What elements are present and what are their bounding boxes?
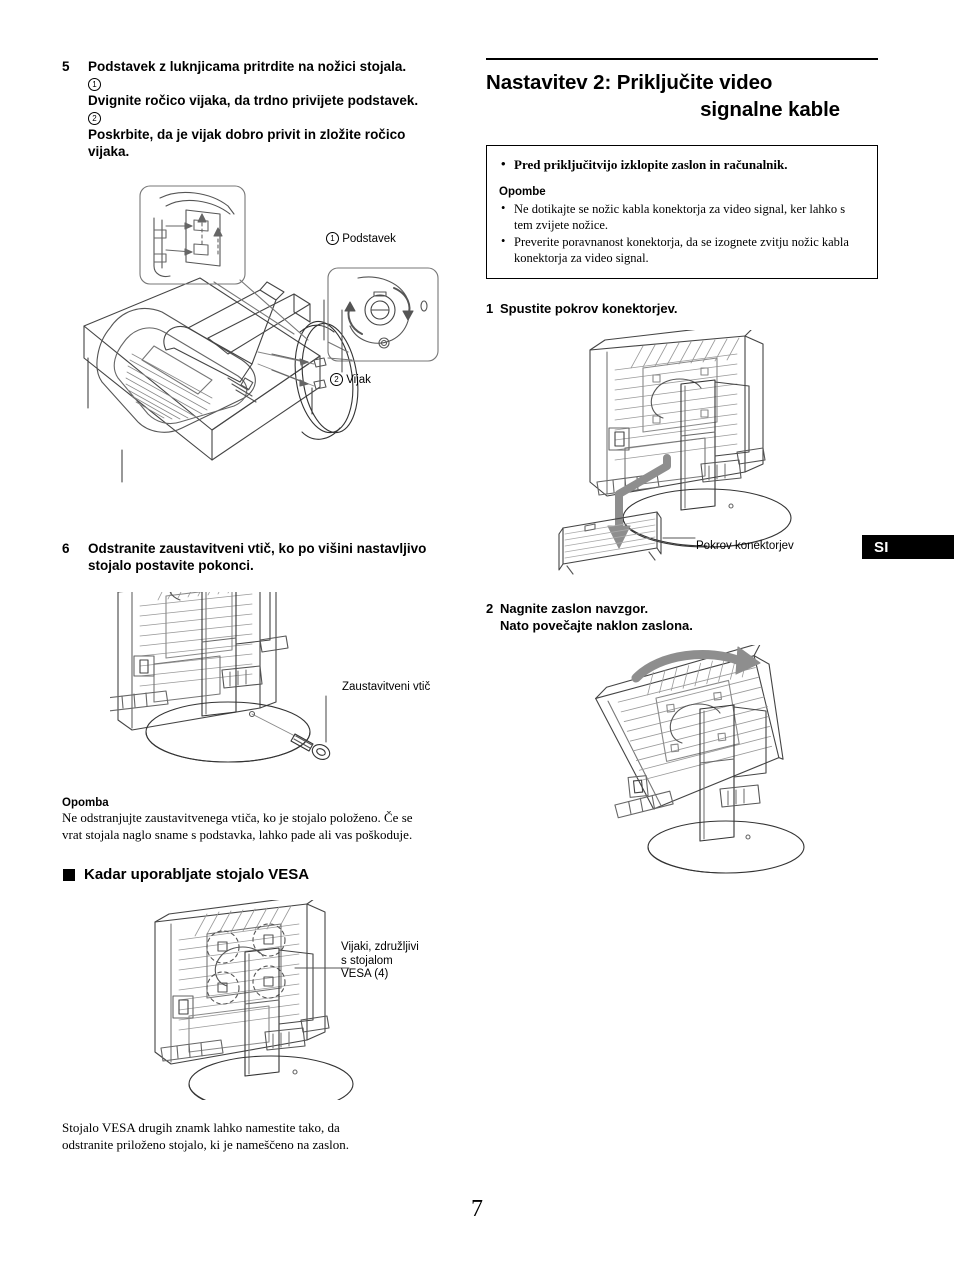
vesa-section-heading-label: Kadar uporabljate stojalo VESA — [84, 866, 310, 883]
step-5-line-4: vijaka. — [88, 144, 130, 159]
step-5-line-2: Dvignite ročico vijaka, da trdno privije… — [88, 93, 419, 108]
figure5-callout-vijak-label: Vijak — [346, 374, 371, 386]
figure-stopper-pin — [110, 592, 400, 777]
marker-2-icon: 2 — [330, 373, 343, 386]
figure-stand-base-assembly — [62, 182, 462, 512]
left-column: 5 Podstavek z luknjicama pritrdite na no… — [62, 58, 462, 162]
step-5-number: 5 — [62, 59, 70, 74]
caution-note-item: Ne dotikajte se nožic kabla konektorja z… — [499, 200, 865, 233]
figure-connector-cover-callout: Pokrov konektorjev — [696, 540, 794, 554]
right-step-1-text: Spustite pokrov konektorjev. — [500, 301, 678, 316]
square-bullet-icon — [63, 868, 75, 881]
caution-notes-heading: Opombe — [499, 186, 546, 198]
note-line-2: vrat stojala naglo sname s podstavka, la… — [62, 826, 413, 842]
right-step-2-number: 2 — [486, 601, 494, 616]
vesa-figure-callout: Vijaki, združljivi s stojalom VESA (4) — [341, 941, 419, 982]
caution-lead: Pred priključitvijo izklopite zaslon in … — [499, 155, 865, 173]
vesa-body-text: Stojalo VESA drugih znamk lahko namestit… — [62, 1120, 462, 1153]
figure5-callout-podstavek: 1 Podstavek — [326, 232, 396, 247]
right-step-1: 1 Spustite pokrov konektorjev. — [486, 300, 677, 317]
step-5-line-1: Podstavek z luknjicama pritrdite na noži… — [88, 59, 407, 74]
page-number: 7 — [471, 1196, 483, 1222]
right-step-1-number: 1 — [486, 301, 494, 316]
section-heading: Nastavitev 2: Priključite video signalne… — [486, 69, 878, 123]
step-6: 6 Odstranite zaustavitveni vtič, ko po v… — [62, 540, 462, 576]
vesa-section-heading: Kadar uporabljate stojalo VESA — [63, 866, 309, 883]
note-opomba: Opomba Ne odstranjujte zaustavitvenega v… — [62, 796, 466, 843]
connector-cover-label: Pokrov konektorjev — [696, 540, 794, 552]
figure6-callout-label: Zaustavitveni vtič — [342, 681, 431, 693]
step-5-line-3: Poskrbite, da je vijak dobro privit in z… — [88, 127, 406, 142]
vesa-callout-line-3: VESA (4) — [341, 968, 389, 980]
right-column: Nastavitev 2: Priključite video signalne… — [486, 58, 878, 279]
note-line-1: Ne odstranjujte zaustavitvenega vtiča, k… — [62, 810, 413, 825]
figure-vesa-screws — [145, 900, 395, 1100]
note-heading: Opomba — [62, 797, 109, 809]
caution-note-item: Preverite poravnanost konektorja, da se … — [499, 233, 865, 266]
note-body: Ne odstranjujte zaustavitvenega vtiča, k… — [62, 810, 466, 843]
figure5-callout-podstavek-label: Podstavek — [342, 233, 396, 245]
step-6-line-1: Odstranite zaustavitveni vtič, ko po viš… — [88, 541, 427, 556]
vesa-callout-line-2: s stojalom — [341, 954, 393, 967]
step-6-line-2: stojalo postavite pokonci. — [88, 558, 254, 573]
right-step-2: 2 Nagnite zaslon navzgor. Nato povečajte… — [486, 600, 693, 634]
step-6-text: Odstranite zaustavitveni vtič, ko po viš… — [88, 540, 426, 574]
language-tab-label: SI — [874, 538, 889, 556]
right-step-2-text: Nagnite zaslon navzgor. Nato povečajte n… — [500, 600, 693, 634]
step-5: 5 Podstavek z luknjicama pritrdite na no… — [62, 58, 462, 160]
right-step-2-line-2: Nato povečajte naklon zaslona. — [500, 618, 693, 633]
figure5-callout-vijak: 2 Vijak — [330, 373, 371, 388]
vesa-callout-line-1: Vijaki, združljivi — [341, 941, 419, 953]
step-5-text: Podstavek z luknjicama pritrdite na noži… — [88, 58, 418, 160]
vesa-body-line-1: Stojalo VESA drugih znamk lahko namestit… — [62, 1120, 340, 1135]
step-5-marker-1: 1 — [88, 75, 418, 92]
step-6-number: 6 — [62, 541, 70, 556]
caution-box: Pred priključitvijo izklopite zaslon in … — [486, 145, 878, 279]
language-tab-si: SI — [862, 535, 954, 559]
figure-tilt-screen — [590, 645, 830, 880]
header-rule — [486, 58, 878, 60]
right-step-2-line-1: Nagnite zaslon navzgor. — [500, 601, 649, 616]
vesa-body-line-2: odstranite priloženo stojalo, ki je name… — [62, 1136, 349, 1152]
marker-1-icon: 1 — [326, 232, 339, 245]
step-5-marker-2: 2 — [88, 109, 418, 126]
section-heading-line-2: signalne kable — [700, 98, 840, 121]
figure6-callout-zaustavitveni-vtic: Zaustavitveni vtič — [342, 681, 430, 695]
section-heading-line-1: Nastavitev 2: Priključite video — [486, 71, 773, 94]
caution-notes-list: Ne dotikajte se nožic kabla konektorja z… — [499, 200, 865, 266]
figure-connector-cover — [545, 330, 845, 575]
